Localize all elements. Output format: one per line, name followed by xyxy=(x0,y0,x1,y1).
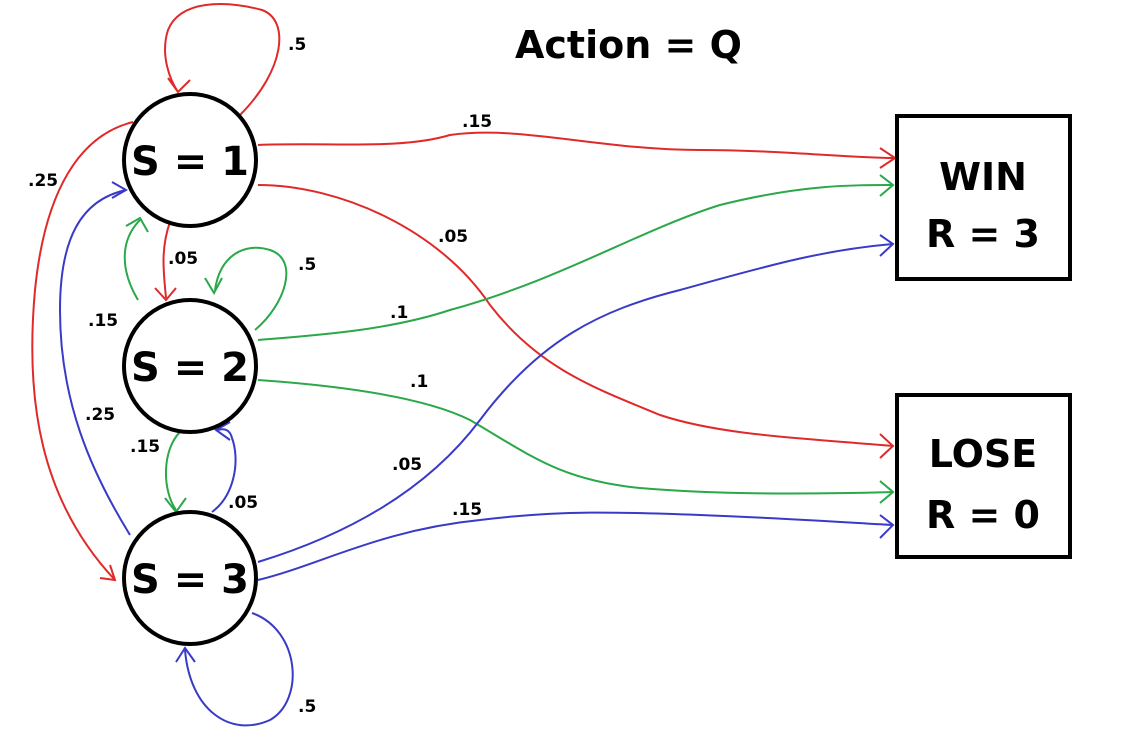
edge-label: .15 xyxy=(88,311,118,331)
state-label: S = 1 xyxy=(131,139,249,185)
state-label: S = 3 xyxy=(131,557,249,603)
terminal-reward: R = 3 xyxy=(926,212,1040,256)
edge-s3-win: .05 xyxy=(257,234,895,563)
edge-label: .5 xyxy=(298,255,316,275)
edge-label: .05 xyxy=(228,493,258,513)
edge-s3-s2: .05 xyxy=(211,421,258,513)
edge-s1-s2: .05 xyxy=(154,221,198,302)
edge-s1-lose: .05 xyxy=(257,184,895,459)
edge-label: .15 xyxy=(130,437,160,457)
edge-label: .1 xyxy=(410,372,428,392)
edge-s2-s1: .15 xyxy=(88,216,149,331)
edge-label: .25 xyxy=(85,405,115,425)
edge-label: .1 xyxy=(390,303,408,323)
state-node-1: S = 1 xyxy=(122,92,258,228)
state-label: S = 2 xyxy=(131,345,249,391)
edge-s2-s2: .5 xyxy=(204,246,316,331)
edge-s3-s3: .5 xyxy=(175,612,316,727)
edge-s1-win: .15 xyxy=(257,112,897,169)
state-node-3: S = 3 xyxy=(122,510,258,646)
edge-label: .05 xyxy=(392,455,422,475)
edge-label: .05 xyxy=(168,249,198,269)
terminal-lose: LOSE R = 0 xyxy=(895,393,1072,559)
edge-label: .5 xyxy=(288,35,306,55)
edge-label: .05 xyxy=(438,227,468,247)
state-node-2: S = 2 xyxy=(122,298,258,434)
edge-label: .5 xyxy=(298,697,316,717)
terminal-name: LOSE xyxy=(929,432,1038,476)
terminal-name: WIN xyxy=(939,155,1027,199)
edge-s2-s3: .15 xyxy=(130,431,187,514)
edge-s2-lose: .1 xyxy=(257,372,895,504)
diagram-title: Action = Q xyxy=(515,23,742,67)
edge-s3-s1: .25 xyxy=(58,181,131,536)
edge-s3-lose: .15 xyxy=(257,500,895,581)
edge-s1-s1: .5 xyxy=(164,3,306,116)
edge-label: .15 xyxy=(452,500,482,520)
edge-s2-win: .1 xyxy=(257,174,895,341)
terminal-reward: R = 0 xyxy=(926,493,1040,537)
edge-label: .15 xyxy=(462,112,492,132)
edge-s1-s3: .25 xyxy=(28,121,134,582)
terminal-win: WIN R = 3 xyxy=(895,114,1072,281)
edge-label: .25 xyxy=(28,171,58,191)
